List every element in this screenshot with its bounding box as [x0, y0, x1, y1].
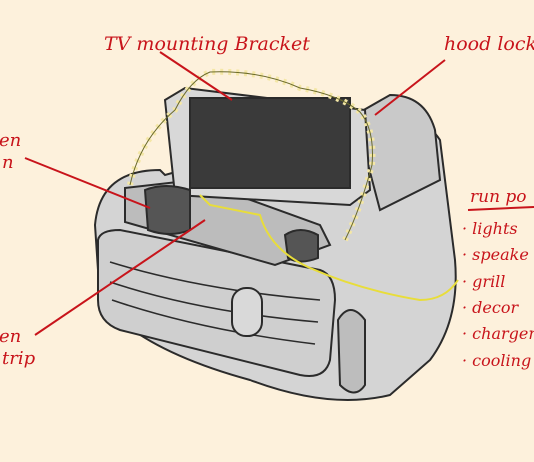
- left-bottom-label-2: trip: [2, 348, 36, 369]
- tv-screen: [189, 97, 351, 189]
- rear-cabin: [353, 93, 442, 212]
- run-power-title: run po: [470, 187, 527, 207]
- power-cable: [199, 194, 459, 302]
- tv-bracket-label: TV mounting Bracket: [104, 33, 310, 55]
- string-lights-outline: [129, 71, 373, 241]
- front-wheel: [336, 309, 366, 394]
- annotation-line-hood: [374, 59, 446, 116]
- run-power-item-cooling: · cooling: [462, 351, 531, 370]
- left-bin: [143, 185, 191, 235]
- front-face: [97, 228, 337, 377]
- left-top-label-1: en: [0, 130, 21, 151]
- left-top-label-2: n: [2, 152, 14, 173]
- hood-lock-label: hood lock: [444, 33, 534, 55]
- run-power-item-decor: · decor: [462, 298, 519, 317]
- headlight: [231, 287, 263, 337]
- left-bottom-label-1: en: [0, 326, 21, 347]
- run-power-underline: [467, 206, 534, 211]
- annotation-line-left-bottom: [34, 219, 206, 336]
- right-bin: [283, 229, 319, 263]
- annotation-line-tv: [159, 51, 233, 101]
- run-power-item-lights: · lights: [462, 219, 518, 238]
- annotation-line-left-top: [24, 157, 151, 209]
- run-power-item-chargers: · chargers: [462, 324, 534, 343]
- run-power-item-grill: · grill: [462, 272, 505, 291]
- run-power-item-speakers: · speake: [462, 245, 529, 264]
